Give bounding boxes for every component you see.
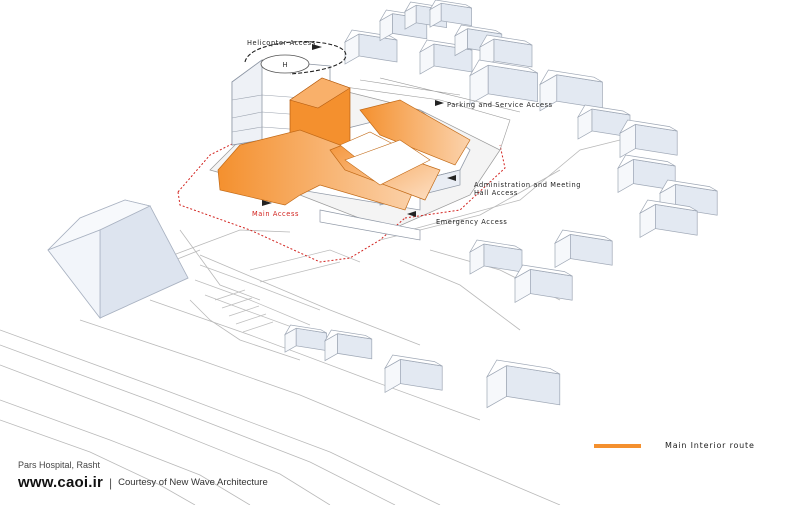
house [539,69,603,112]
legend-label-main-interior-route: Main Interior route [665,441,755,450]
house [486,359,561,409]
house-face [384,354,443,370]
house [469,59,538,105]
house [577,104,631,140]
house-face [429,0,472,11]
access-arrows [262,100,456,217]
emergency-arrow [407,211,416,217]
tall-residential-block [47,199,189,320]
house-face [577,104,631,118]
main-access-label: Main Access [252,210,300,218]
helicopter-access-label: Helicopter Access [247,39,316,47]
heliport-mark: H [282,61,287,69]
house [639,199,698,239]
hospital-complex: H [177,54,521,263]
main-access-boundary [177,139,506,263]
legend-swatch-main-interior-route [594,444,641,448]
house-face [659,179,718,195]
main-access-arrow [262,200,272,206]
caption-site: www.caoi.ir [18,474,104,491]
helicopter-flight-path [244,41,347,75]
house [554,229,613,269]
parking-service-access-label: Parking and Service Access [447,101,553,109]
administration-access-label-line1: Administration and Meeting [474,181,582,189]
helicopter-arrow [312,44,322,50]
house [284,324,327,353]
house-face [619,119,678,135]
caption-title: Pars Hospital, Rasht [18,460,101,470]
heliport-pad [260,54,310,74]
parking-arrow [435,100,444,106]
house-face [454,24,502,37]
caption-separator: | [109,475,113,490]
neighbor-houses [284,0,718,409]
administration-arrow [447,175,456,181]
house-face [486,359,560,378]
house-face [284,324,327,336]
house-face [514,264,573,280]
house-face [479,34,533,48]
house [429,0,472,28]
house [324,329,373,362]
house-face [639,199,698,215]
house-face [469,59,538,77]
house-face [469,239,523,253]
house-face [344,29,398,43]
house [344,29,398,65]
house-face [539,69,603,86]
administration-access-label-line2: Hall Access [474,189,518,197]
house-face [554,229,613,245]
house-face [617,154,676,170]
house-face [324,329,372,342]
emergency-access-label: Emergency Access [436,218,508,226]
parking-lot [194,249,361,333]
caption-credit: Courtesy of New Wave Architecture [118,477,268,488]
house [384,354,443,394]
house [514,264,573,304]
caption-credit-row: www.caoi.ir | Courtesy of New Wave Archi… [18,474,268,491]
house [619,119,678,159]
